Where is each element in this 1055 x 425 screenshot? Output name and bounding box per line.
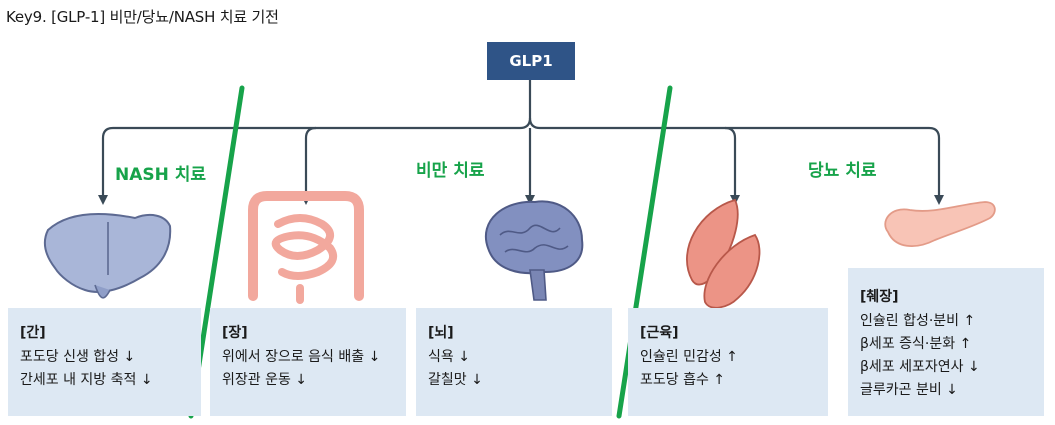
pancreas-info-line: β세포 증식·분화 ↑ bbox=[860, 336, 972, 352]
connector-lines bbox=[98, 80, 944, 205]
group-label-obesity: 비만 치료 bbox=[416, 161, 485, 181]
glp1-root-box: GLP1 bbox=[487, 42, 575, 80]
pancreas-info-line: β세포 세포자연사 ↓ bbox=[860, 359, 980, 375]
intestine-info-box: [장] 위에서 장으로 음식 배출 ↓ 위장관 운동 ↓ bbox=[210, 308, 406, 416]
muscle-info-box: [근육] 인슐린 민감성 ↑ 포도당 흡수 ↑ bbox=[628, 308, 828, 416]
muscle-info-line: 인슐린 민감성 ↑ bbox=[640, 349, 738, 365]
liver-info-line: 포도당 신생 합성 ↓ bbox=[20, 349, 136, 365]
pancreas-info-line: 글루카곤 분비 ↓ bbox=[860, 382, 958, 398]
pancreas-info-line: 인슐린 합성·분비 ↑ bbox=[860, 313, 976, 329]
liver-info-title: [간] bbox=[20, 325, 46, 341]
intestine-info-line: 위장관 운동 ↓ bbox=[222, 372, 308, 388]
pancreas-icon bbox=[884, 201, 996, 247]
brain-info-box: [뇌] 식욕 ↓ 갈칠맛 ↓ bbox=[416, 308, 612, 416]
muscle-info-title: [근육] bbox=[640, 325, 679, 341]
intestine-icon bbox=[248, 191, 364, 304]
liver-info-box: [간] 포도당 신생 합성 ↓ 간세포 내 지방 축적 ↓ bbox=[8, 308, 201, 416]
group-label-diabetes: 당뇨 치료 bbox=[808, 161, 877, 181]
intestine-info-line: 위에서 장으로 음식 배출 ↓ bbox=[222, 349, 381, 365]
muscle-info-line: 포도당 흡수 ↑ bbox=[640, 372, 726, 388]
liver-icon bbox=[43, 212, 172, 299]
page-title: Key9. [GLP-1] 비만/당뇨/NASH 치료 기전 bbox=[6, 8, 279, 26]
group-label-nash: NASH 치료 bbox=[115, 165, 207, 185]
intestine-info-title: [장] bbox=[222, 325, 248, 341]
muscle-icon bbox=[686, 198, 761, 309]
pancreas-info-box: [췌장] 인슐린 합성·분비 ↑ β세포 증식·분화 ↑ β세포 세포자연사 ↓… bbox=[848, 268, 1044, 416]
brain-info-line: 식욕 ↓ bbox=[428, 349, 470, 365]
brain-info-line: 갈칠맛 ↓ bbox=[428, 372, 483, 388]
pancreas-info-title: [췌장] bbox=[860, 289, 899, 305]
liver-info-line: 간세포 내 지방 축적 ↓ bbox=[20, 372, 153, 388]
brain-icon bbox=[485, 200, 584, 301]
brain-info-title: [뇌] bbox=[428, 325, 454, 341]
